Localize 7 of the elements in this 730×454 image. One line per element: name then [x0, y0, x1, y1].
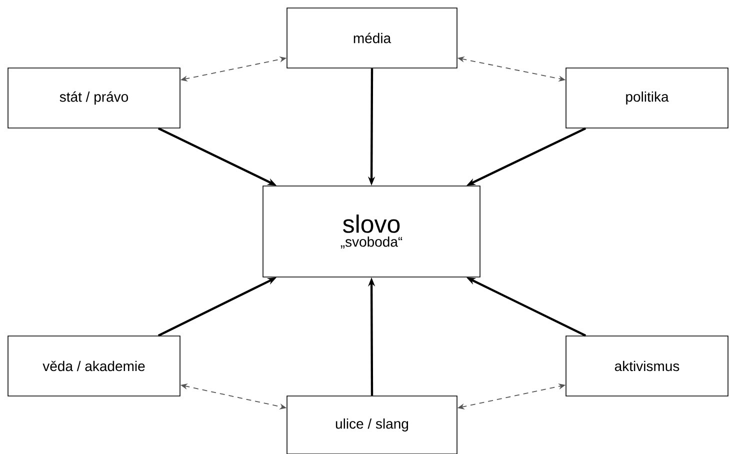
domain-box: aktivismus	[566, 336, 728, 396]
domain-box: ulice / slang	[286, 396, 458, 454]
domain-box: věda / akademie	[8, 336, 180, 396]
domain-box: stát / právo	[8, 68, 180, 128]
concept-box: slovo „svoboda“	[262, 186, 480, 278]
domain-box: média	[286, 8, 458, 68]
domain-box: politika	[566, 68, 728, 128]
